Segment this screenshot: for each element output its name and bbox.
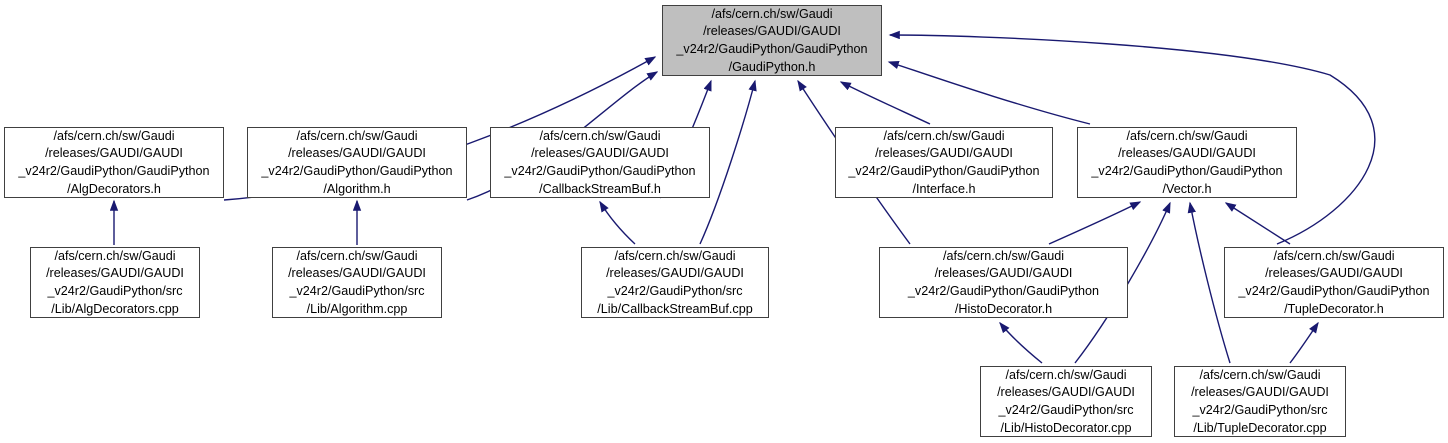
graph-node-callbackstreambuf_h[interactable]: /afs/cern.ch/sw/Gaudi /releases/GAUDI/GA… [490, 127, 710, 198]
graph-node-histodecorator_h[interactable]: /afs/cern.ch/sw/Gaudi /releases/GAUDI/GA… [879, 247, 1128, 318]
graph-node-label: /afs/cern.ch/sw/Gaudi /releases/GAUDI/GA… [261, 128, 453, 196]
graph-node-label: /afs/cern.ch/sw/Gaudi /releases/GAUDI/GA… [1091, 128, 1283, 196]
graph-edge-vector_h-to-gaudipython_h [887, 61, 1091, 125]
graph-node-label: /afs/cern.ch/sw/Gaudi /releases/GAUDI/GA… [46, 248, 184, 316]
graph-edge-histodecorator_h-to-vector_h [1048, 201, 1142, 245]
graph-node-callbackstreambuf_cpp[interactable]: /afs/cern.ch/sw/Gaudi /releases/GAUDI/GA… [581, 247, 769, 318]
graph-node-label: /afs/cern.ch/sw/Gaudi /releases/GAUDI/GA… [18, 128, 210, 196]
graph-node-label: /afs/cern.ch/sw/Gaudi /releases/GAUDI/GA… [676, 6, 868, 74]
graph-node-algdecorators_h[interactable]: /afs/cern.ch/sw/Gaudi /releases/GAUDI/GA… [4, 127, 224, 198]
graph-node-label: /afs/cern.ch/sw/Gaudi /releases/GAUDI/GA… [504, 128, 696, 196]
graph-node-label: /afs/cern.ch/sw/Gaudi /releases/GAUDI/GA… [1238, 248, 1430, 316]
graph-node-histodecorator_cpp[interactable]: /afs/cern.ch/sw/Gaudi /releases/GAUDI/GA… [980, 366, 1152, 437]
graph-node-vector_h[interactable]: /afs/cern.ch/sw/Gaudi /releases/GAUDI/GA… [1077, 127, 1297, 198]
graph-edge-interface_h-to-gaudipython_h [839, 81, 931, 125]
graph-node-label: /afs/cern.ch/sw/Gaudi /releases/GAUDI/GA… [848, 128, 1040, 196]
graph-edge-callbackstreambuf_cpp-to-callbackstreambuf_h [599, 200, 636, 245]
graph-node-algorithm_cpp[interactable]: /afs/cern.ch/sw/Gaudi /releases/GAUDI/GA… [272, 247, 442, 318]
graph-node-interface_h[interactable]: /afs/cern.ch/sw/Gaudi /releases/GAUDI/GA… [835, 127, 1053, 198]
graph-node-tupledecorator_h[interactable]: /afs/cern.ch/sw/Gaudi /releases/GAUDI/GA… [1224, 247, 1444, 318]
graph-node-label: /afs/cern.ch/sw/Gaudi /releases/GAUDI/GA… [1191, 367, 1329, 435]
graph-node-algorithm_h[interactable]: /afs/cern.ch/sw/Gaudi /releases/GAUDI/GA… [247, 127, 467, 198]
graph-node-label: /afs/cern.ch/sw/Gaudi /releases/GAUDI/GA… [997, 367, 1135, 435]
graph-node-label: /afs/cern.ch/sw/Gaudi /releases/GAUDI/GA… [907, 248, 1100, 316]
graph-node-tupledecorator_cpp[interactable]: /afs/cern.ch/sw/Gaudi /releases/GAUDI/GA… [1174, 366, 1346, 437]
graph-edge-tupledecorator_h-to-vector_h [1224, 202, 1291, 245]
graph-node-label: /afs/cern.ch/sw/Gaudi /releases/GAUDI/GA… [597, 248, 753, 316]
graph-edge-tupledecorator_cpp-to-tupledecorator_h [1289, 321, 1319, 364]
graph-node-gaudipython_h[interactable]: /afs/cern.ch/sw/Gaudi /releases/GAUDI/GA… [662, 5, 882, 76]
graph-node-algdecorators_cpp[interactable]: /afs/cern.ch/sw/Gaudi /releases/GAUDI/GA… [30, 247, 200, 318]
graph-node-label: /afs/cern.ch/sw/Gaudi /releases/GAUDI/GA… [288, 248, 426, 316]
graph-edge-histodecorator_cpp-to-histodecorator_h [999, 321, 1043, 364]
